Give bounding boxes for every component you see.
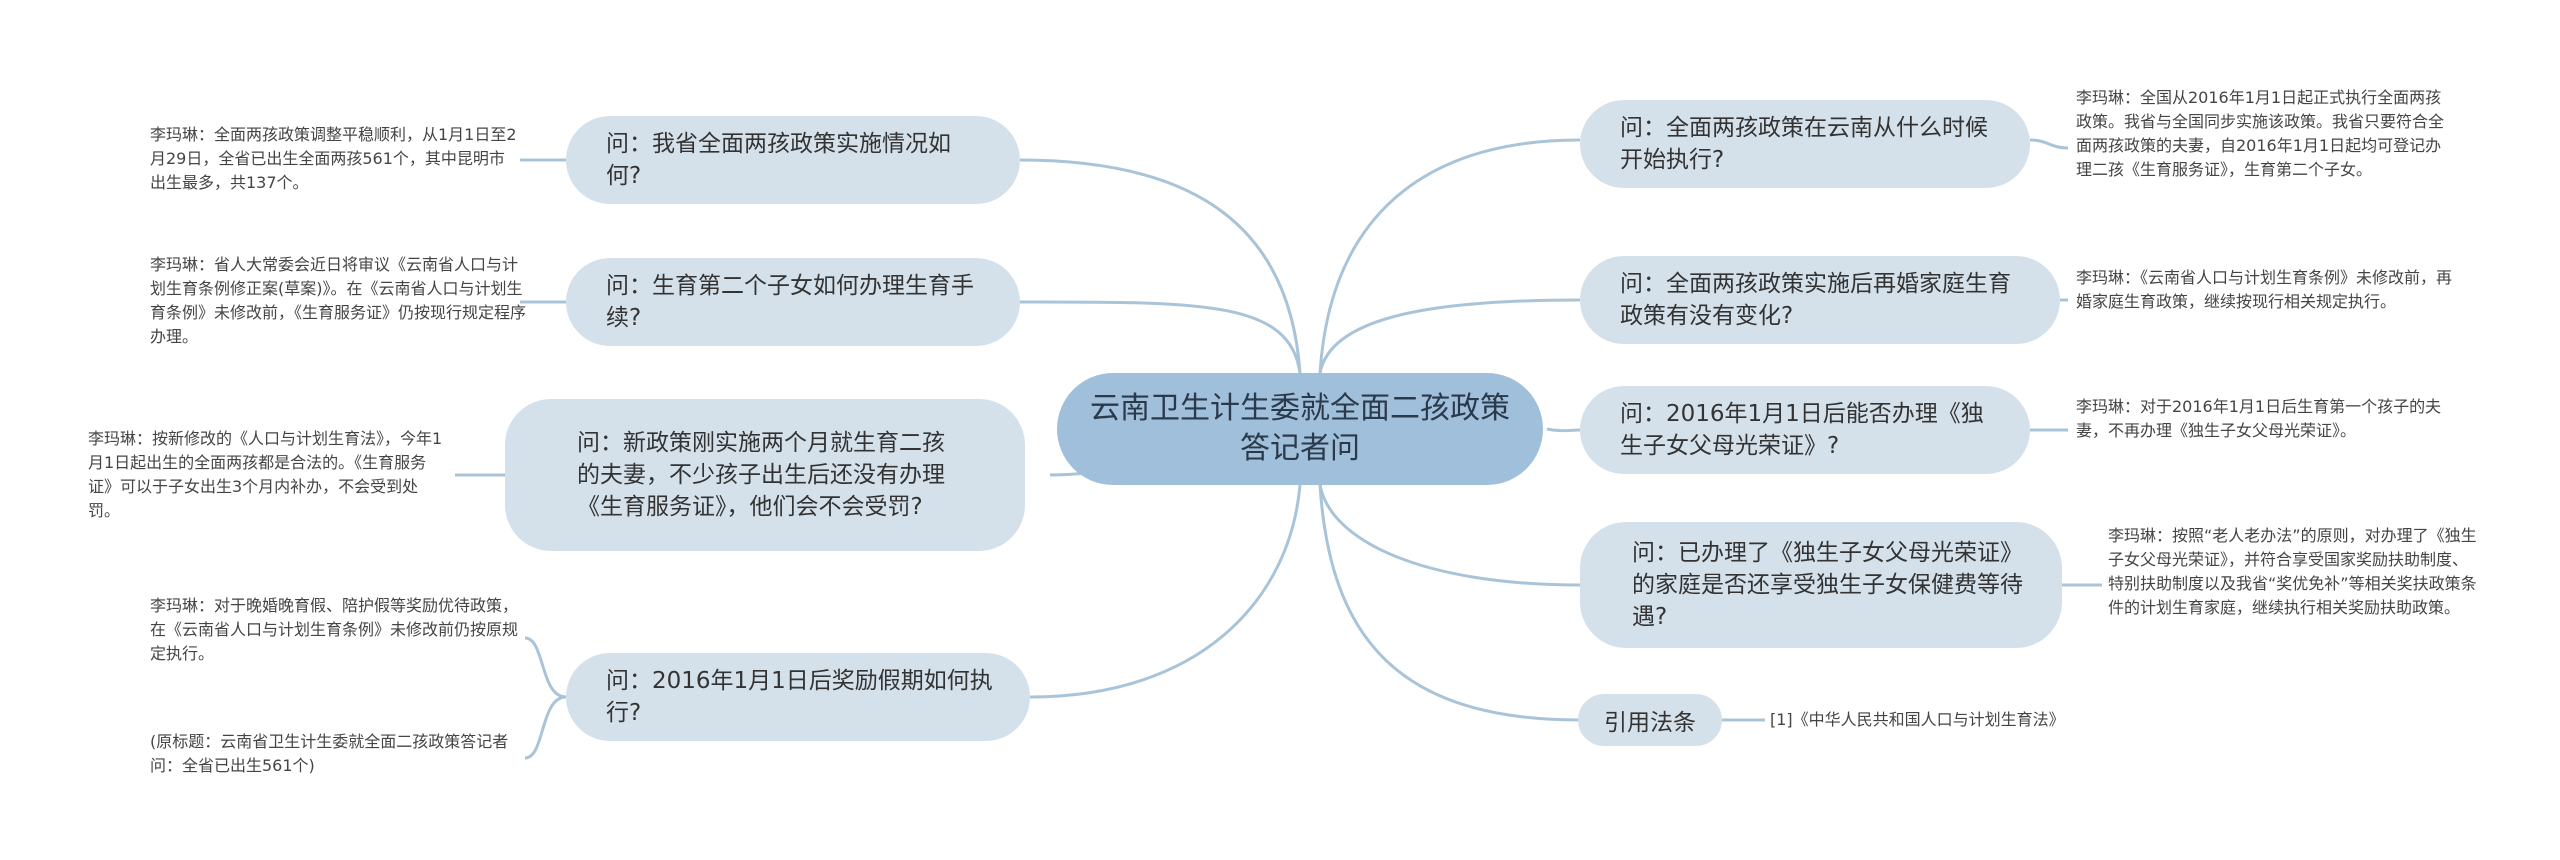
- link-root-l2: [1019, 300, 1302, 374]
- root-title: 云南卫生计生委就全面二孩政策答记者问: [1090, 391, 1510, 466]
- question-text: 问：已办理了《独生子女父母光荣证》的家庭是否还享受独生子女保健费等待遇?: [1632, 540, 2023, 630]
- question-text: 问：2016年1月1日后奖励假期如何执行?: [606, 668, 993, 726]
- question-text: 问：全面两孩政策在云南从什么时候开始执行?: [1620, 115, 1988, 173]
- link-l4-answer1: [524, 636, 567, 699]
- answer-note-right-1: 李玛琳：全国从2016年1月1日起正式执行全面两孩政策。我省与全国同步实施该政策…: [2076, 88, 2445, 179]
- question-text: 问：新政策刚实施两个月就生育二孩的夫妻，不少孩子出生后还没有办理《生育服务证》，…: [577, 430, 945, 520]
- root-topic[interactable]: 云南卫生计生委就全面二孩政策答记者问: [1057, 373, 1543, 485]
- answer-note-right-2: 李玛琳：《云南省人口与计划生育条例》未修改前，再婚家庭生育政策，继续按现行相关规…: [2076, 268, 2453, 311]
- question-text: 问：生育第二个子女如何办理生育手续?: [606, 273, 974, 331]
- link-root-cite: [1318, 484, 1581, 722]
- question-text: 问：全面两孩政策实施后再婚家庭生育政策有没有变化?: [1620, 271, 2011, 329]
- link-root-r3: [1546, 427, 1581, 433]
- question-node-right-4[interactable]: 问：已办理了《独生子女父母光荣证》的家庭是否还享受独生子女保健费等待遇?: [1580, 522, 2062, 648]
- question-node-right-2[interactable]: 问：全面两孩政策实施后再婚家庭生育政策有没有变化?: [1580, 256, 2060, 344]
- answer-note-right-3: 李玛琳：对于2016年1月1日后生育第一个孩子的夫妻，不再办理《独生子女父母光荣…: [2076, 397, 2442, 440]
- question-text: 问：2016年1月1日后能否办理《独生子女父母光荣证》?: [1620, 401, 1984, 459]
- question-text: 问：我省全面两孩政策实施情况如何?: [606, 131, 951, 189]
- citation-node[interactable]: 引用法条: [1578, 694, 1722, 746]
- link-root-l4: [1029, 484, 1302, 699]
- citation-label: 引用法条: [1604, 710, 1696, 736]
- answer-note-left-3: 李玛琳：按新修改的《人口与计划生育法》，今年1月1日起出生的全面两孩都是合法的。…: [88, 429, 443, 520]
- answer-note-right-4: 李玛琳：按照“老人老办法”的原则，对办理了《独生子女父母光荣证》，并符合享受国家…: [2108, 526, 2477, 617]
- answer-note-left-4b: (原标题：云南省卫生计生委就全面二孩政策答记者问：全省已出生561个): [150, 732, 509, 775]
- answer-note-left-1: 李玛琳：全面两孩政策调整平稳顺利，从1月1日至2月29日，全省已出生全面两孩56…: [150, 125, 517, 192]
- question-node-left-3[interactable]: 问：新政策刚实施两个月就生育二孩的夫妻，不少孩子出生后还没有办理《生育服务证》，…: [505, 399, 1025, 551]
- link-r1-answer: [2029, 138, 2069, 150]
- citation-text: [1]《中华人民共和国人口与计划生育法》: [1770, 710, 2065, 729]
- question-node-right-1[interactable]: 问：全面两孩政策在云南从什么时候开始执行?: [1580, 100, 2030, 188]
- question-node-left-1[interactable]: 问：我省全面两孩政策实施情况如何?: [566, 116, 1020, 204]
- question-node-left-4[interactable]: 问：2016年1月1日后奖励假期如何执行?: [566, 653, 1030, 741]
- link-l4-answer2: [524, 695, 567, 760]
- question-node-right-3[interactable]: 问：2016年1月1日后能否办理《独生子女父母光荣证》?: [1580, 386, 2030, 474]
- answer-note-left-4a: 李玛琳：对于晚婚晚育假、陪护假等奖励优待政策，在《云南省人口与计划生育条例》未修…: [150, 596, 519, 663]
- link-root-r1: [1318, 138, 1581, 374]
- link-root-r2: [1318, 298, 1581, 374]
- question-node-left-2[interactable]: 问：生育第二个子女如何办理生育手续?: [566, 258, 1020, 346]
- link-root-l1: [1019, 158, 1302, 374]
- answer-note-left-2: 李玛琳：省人大常委会近日将审议《云南省人口与计划生育条例修正案(草案)》。在《云…: [150, 255, 527, 346]
- link-root-r4: [1318, 484, 1581, 587]
